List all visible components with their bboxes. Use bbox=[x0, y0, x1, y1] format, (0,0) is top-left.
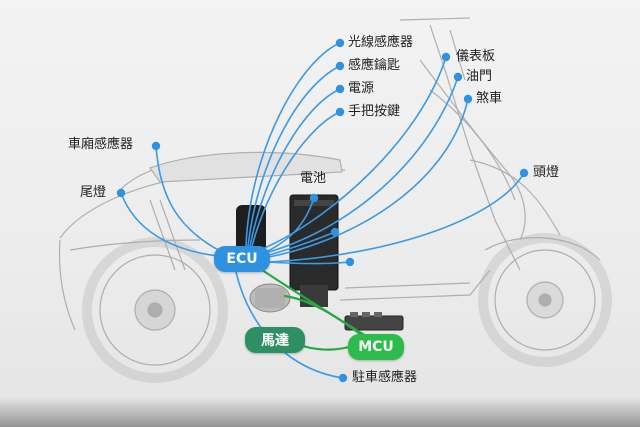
scooter-illustration bbox=[58, 17, 612, 383]
label-handle-buttons: 手把按鍵 bbox=[348, 104, 401, 119]
line-light-sensor bbox=[245, 42, 341, 247]
label-battery: 電池 bbox=[300, 171, 327, 186]
green-motor-mcu bbox=[298, 343, 354, 351]
ecu-node: ECU bbox=[214, 246, 270, 272]
label-power: 電源 bbox=[348, 81, 375, 96]
label-light-sensor: 光線感應器 bbox=[348, 35, 414, 50]
line-handle-btns bbox=[251, 111, 341, 247]
label-tail-light: 尾燈 bbox=[80, 185, 107, 200]
dot-mid-2 bbox=[345, 257, 355, 267]
mcu-node: MCU bbox=[348, 334, 404, 360]
label-throttle: 油門 bbox=[466, 69, 493, 84]
line-headlight bbox=[267, 172, 525, 263]
line-brake bbox=[263, 98, 469, 259]
line-mid-1 bbox=[265, 231, 336, 257]
green-motor-device bbox=[283, 294, 362, 336]
mcu-board bbox=[344, 312, 404, 331]
dot-kickstand-sensor bbox=[338, 373, 348, 383]
dot-key-sensor bbox=[335, 61, 345, 71]
line-key-sensor bbox=[247, 65, 341, 247]
line-mid-2 bbox=[267, 261, 351, 265]
dot-headlight bbox=[519, 168, 529, 178]
dot-dashboard bbox=[441, 52, 451, 62]
label-kickstand-sensor: 駐車感應器 bbox=[352, 370, 418, 385]
line-trunk-sensor bbox=[155, 145, 223, 253]
dot-mid-1 bbox=[330, 227, 340, 237]
label-dashboard: 儀表板 bbox=[456, 49, 496, 64]
line-dashboard bbox=[259, 56, 447, 251]
dot-battery bbox=[309, 193, 319, 203]
battery-block bbox=[289, 194, 339, 307]
motor-illustration bbox=[249, 283, 291, 313]
dot-handle-btns bbox=[335, 107, 345, 117]
line-battery bbox=[265, 197, 315, 253]
dot-light-sensor bbox=[335, 38, 345, 48]
dot-power bbox=[335, 84, 345, 94]
label-brake: 煞車 bbox=[476, 91, 503, 106]
label-key-sensor: 感應鑰匙 bbox=[348, 58, 401, 73]
dot-trunk-sensor bbox=[151, 141, 161, 151]
line-power bbox=[249, 88, 341, 247]
dot-tail-light bbox=[116, 188, 126, 198]
label-headlight: 頭燈 bbox=[533, 165, 560, 180]
label-trunk-sensor: 車廂感應器 bbox=[68, 137, 134, 152]
line-tail-light bbox=[120, 192, 219, 257]
dot-brake bbox=[463, 94, 473, 104]
dot-throttle bbox=[453, 72, 463, 82]
line-throttle bbox=[261, 76, 459, 255]
motor-node: 馬達 bbox=[245, 327, 305, 353]
